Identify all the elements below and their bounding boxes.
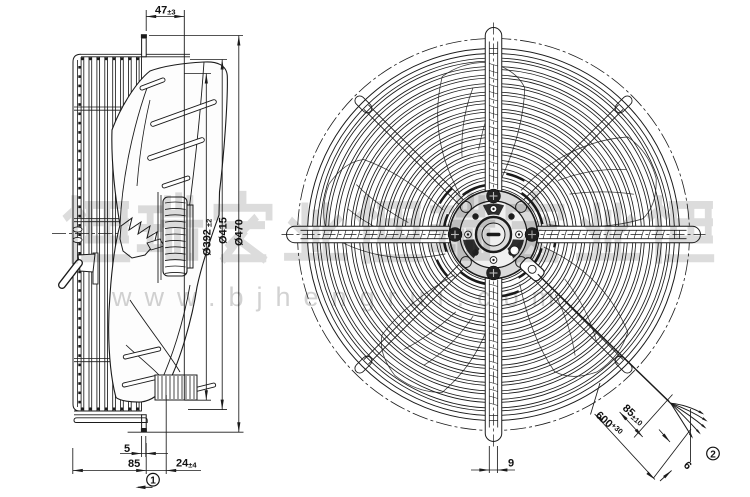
svg-text:47±3: 47±3 (155, 5, 176, 17)
svg-text:Ø415: Ø415 (218, 217, 230, 244)
svg-text:Ø392 ±2: Ø392 ±2 (202, 219, 214, 256)
svg-text:24±4: 24±4 (176, 458, 197, 470)
svg-text:85: 85 (128, 458, 140, 470)
svg-text:5: 5 (124, 443, 130, 455)
svg-text:9: 9 (508, 458, 514, 470)
svg-text:1: 1 (150, 476, 156, 487)
svg-text:www.bjhengrui.com: www.bjhengrui.com (111, 282, 567, 312)
svg-text:2: 2 (710, 449, 716, 460)
